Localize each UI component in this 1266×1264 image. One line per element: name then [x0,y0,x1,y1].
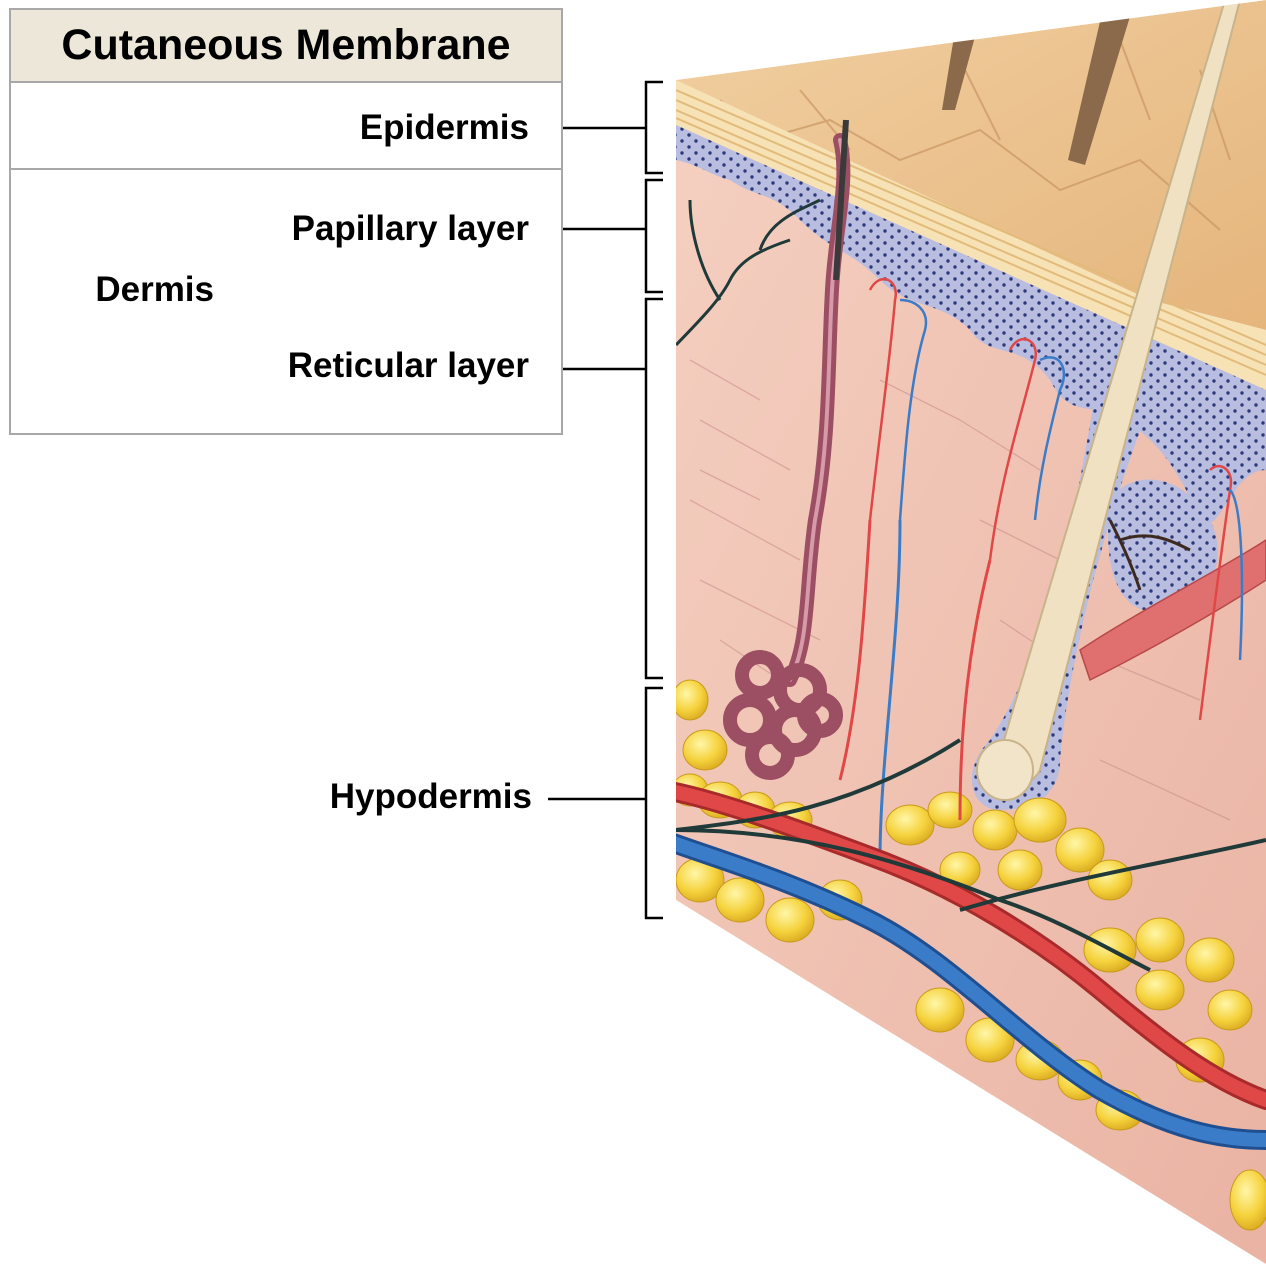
label-reticular-layer: Reticular layer [288,346,529,386]
reticular-bracket [646,299,663,678]
label-hypodermis: Hypodermis [330,777,532,817]
panel-title: Cutaneous Membrane [11,10,561,83]
label-epidermis: Epidermis [360,108,529,148]
epidermis-bracket [646,82,663,173]
hypodermis-bracket [646,688,663,918]
panel-divider [11,168,561,170]
papillary-bracket [646,180,663,292]
label-dermis: Dermis [95,270,214,310]
label-papillary-layer: Papillary layer [292,209,529,249]
